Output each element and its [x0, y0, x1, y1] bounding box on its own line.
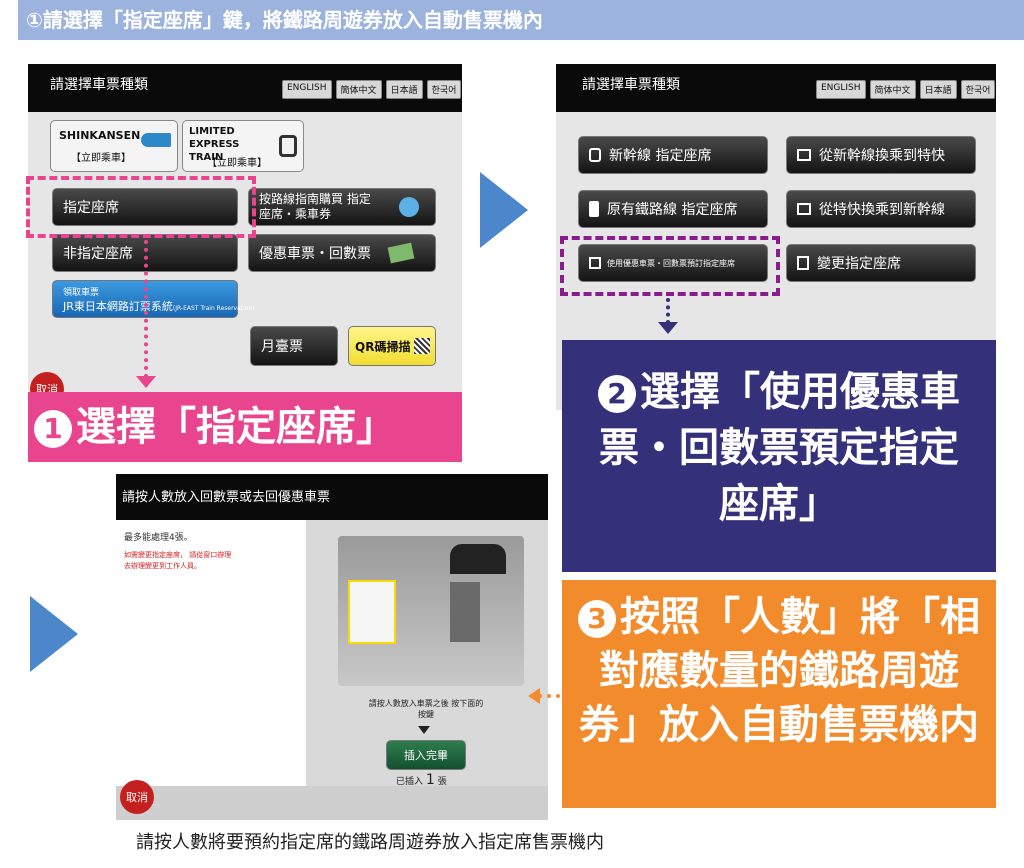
- lang-korean-button[interactable]: 한국어: [960, 80, 996, 99]
- lang-english-button[interactable]: ENGLISH: [816, 80, 866, 99]
- max-count-text: 最多能處理4張。: [124, 533, 193, 543]
- platform-ticket-label: 月臺票: [261, 339, 303, 355]
- btn1-label: 新幹線 指定座席: [609, 148, 712, 164]
- shinkansen-button[interactable]: SHINKANSEN 【立即乘車】: [50, 120, 178, 172]
- step1-label: 選擇「指定座席」: [76, 404, 396, 450]
- step3-connector: [538, 694, 560, 698]
- step3-label: 按照「人數」將「相對應數量的鐵路周遊券」放入自動售票機内: [579, 594, 980, 748]
- non-reserved-label: 非指定座席: [63, 246, 133, 262]
- shinkansen-to-express-button[interactable]: 從新幹線換乘到特快: [786, 136, 976, 174]
- arrow-right-icon-1: [480, 172, 528, 248]
- limited-express-label: LIMITED EXPRESS TRAIN: [189, 126, 240, 163]
- step1-connector: [144, 240, 148, 378]
- transfer-icon: [797, 203, 811, 215]
- discount-reserve-button[interactable]: 使用優惠車票・回數票預訂指定座席: [578, 244, 768, 282]
- highlight-reserved-seat: [26, 176, 256, 238]
- jr-east-tag: (JR-EAST Train Reservation): [172, 305, 255, 312]
- bullet-train-icon: [141, 133, 171, 147]
- step2-number: 2: [598, 375, 636, 413]
- btn4-label: 從特快換乘到新幹線: [819, 202, 945, 218]
- cancel-button[interactable]: 取消: [120, 780, 154, 814]
- reserved-seat-button[interactable]: 指定座席: [52, 188, 238, 226]
- express-to-shinkansen-button[interactable]: 從特快換乘到新幹線: [786, 190, 976, 228]
- insert-done-label: 插入完畢: [404, 749, 448, 762]
- step3-number: 3: [578, 600, 616, 638]
- discount-ticket-label: 優惠車票・回數票: [259, 246, 371, 262]
- language-selector-2: ENGLISH 简体中文 日本語 한국어: [816, 80, 996, 99]
- inserted-number: 1: [425, 772, 435, 788]
- screen2-header: 請選擇車票種類 ENGLISH 简体中文 日本語 한국어: [556, 64, 996, 112]
- step1-number: 1: [34, 410, 72, 448]
- qr-code-icon: [414, 338, 431, 354]
- machine-panel: 請按人數放入車票之後 按下面的按鍵 插入完畢 已插入 1 張: [306, 520, 548, 790]
- change-icon: [797, 256, 809, 270]
- ticket-machine-screen-1: 請選擇車票種類 ENGLISH 簡体中文 日本語 한국어 SHINKANSEN …: [28, 64, 462, 402]
- shinkansen-sub: 【立即乘車】: [71, 153, 131, 164]
- screen3-footer: [116, 786, 548, 820]
- change-reserved-button[interactable]: 變更指定座席: [786, 244, 976, 282]
- arrow-right-icon-2: [30, 596, 78, 672]
- step2-label: 選擇「使用優惠車票・回數票預定指定座席」: [599, 369, 960, 527]
- route-guide-label: 按路線指南購買 指定座席・乘車券: [259, 192, 371, 221]
- btn2-label: 從新幹線換乘到特快: [819, 148, 945, 164]
- limited-express-button[interactable]: LIMITED EXPRESS TRAIN 【立即乘車】: [182, 120, 304, 172]
- lang-japanese-button[interactable]: 日本語: [385, 80, 423, 99]
- bottom-caption: 請按人數將要預約指定席的鐵路周遊券放入指定席售票機内: [136, 832, 604, 853]
- ticket-machine-illustration: [338, 536, 524, 686]
- lang-korean-button[interactable]: 한국어: [426, 80, 462, 99]
- lang-english-button[interactable]: ENGLISH: [282, 80, 332, 99]
- step2-arrowhead-icon: [658, 322, 678, 334]
- jr-east-label: JR東日本網路訂票系統: [63, 300, 173, 313]
- inserted-count: 已插入 1 張: [396, 772, 447, 788]
- shinkansen-reserved-button[interactable]: 新幹線 指定座席: [578, 136, 768, 174]
- qr-scan-button[interactable]: QR碼掃描: [348, 326, 436, 366]
- lang-japanese-button[interactable]: 日本語: [919, 80, 957, 99]
- screen3-title: 請按人數放入回數票或去回優惠車票: [122, 490, 331, 505]
- discount-ticket-button[interactable]: 優惠車票・回數票: [248, 234, 436, 272]
- btn6-label: 變更指定座席: [817, 256, 901, 272]
- screen-icon: [450, 544, 506, 574]
- lang-chinese-button[interactable]: 簡体中文: [335, 80, 382, 99]
- btn3-label: 原有鐵路線 指定座席: [607, 202, 738, 218]
- inserted-unit: 張: [437, 777, 447, 787]
- reserved-seat-label: 指定座席: [63, 200, 119, 216]
- btn5-label: 使用優惠車票・回數票預訂指定座席: [607, 258, 735, 268]
- screen3-header: 請按人數放入回數票或去回優惠車票: [116, 474, 548, 520]
- insert-done-button[interactable]: 插入完畢: [386, 740, 466, 770]
- top-banner: ①請選擇「指定座席」鍵，將鐵路周遊券放入自動售票機內: [18, 0, 1024, 40]
- qr-scan-label: QR碼掃描: [355, 339, 411, 354]
- train-icon: [589, 201, 599, 217]
- ticket-machine-screen-3: 請按人數放入回數票或去回優惠車票 最多能處理4張。 如需變更指定座席， 請從窗口…: [116, 474, 548, 820]
- down-arrow-icon: [418, 726, 430, 734]
- express-train-icon: [279, 135, 297, 157]
- ticket-slot-icon: [348, 580, 396, 644]
- screen1-header: 請選擇車票種類 ENGLISH 簡体中文 日本語 한국어: [28, 64, 462, 112]
- shinkansen-label: SHINKANSEN: [59, 129, 141, 142]
- route-guide-button[interactable]: 按路線指南購買 指定座席・乘車券: [248, 188, 436, 226]
- lang-chinese-button[interactable]: 简体中文: [869, 80, 916, 99]
- limited-express-sub: 【立即乘車】: [207, 158, 267, 169]
- highlight-discount-reserve: [560, 236, 780, 296]
- screen2-title: 請選擇車票種類: [582, 77, 680, 93]
- conventional-reserved-button[interactable]: 原有鐵路線 指定座席: [578, 190, 768, 228]
- ticket-icon: [589, 257, 601, 269]
- screen1-title: 請選擇車票種類: [50, 77, 148, 93]
- step3-arrowhead-icon: [528, 688, 540, 704]
- transfer-icon: [797, 149, 811, 161]
- globe-icon: [399, 197, 419, 217]
- platform-ticket-button[interactable]: 月臺票: [250, 326, 338, 366]
- change-note-text: 如需變更指定座席， 請從窗口辦理 去辦理變更到工作人員。: [124, 551, 232, 570]
- step1-arrowhead-icon: [136, 376, 156, 388]
- jr-east-small-label: 領取車票: [63, 288, 100, 298]
- instruction-text: 請按人數放入車票之後 按下面的按鍵: [368, 699, 484, 719]
- ticket-icon: [589, 148, 601, 162]
- language-selector: ENGLISH 簡体中文 日本語 한국어: [282, 80, 462, 99]
- inserted-label: 已插入: [396, 777, 424, 787]
- tickets-icon: [387, 242, 415, 264]
- step2-connector: [666, 298, 670, 324]
- keypad-icon: [450, 582, 480, 642]
